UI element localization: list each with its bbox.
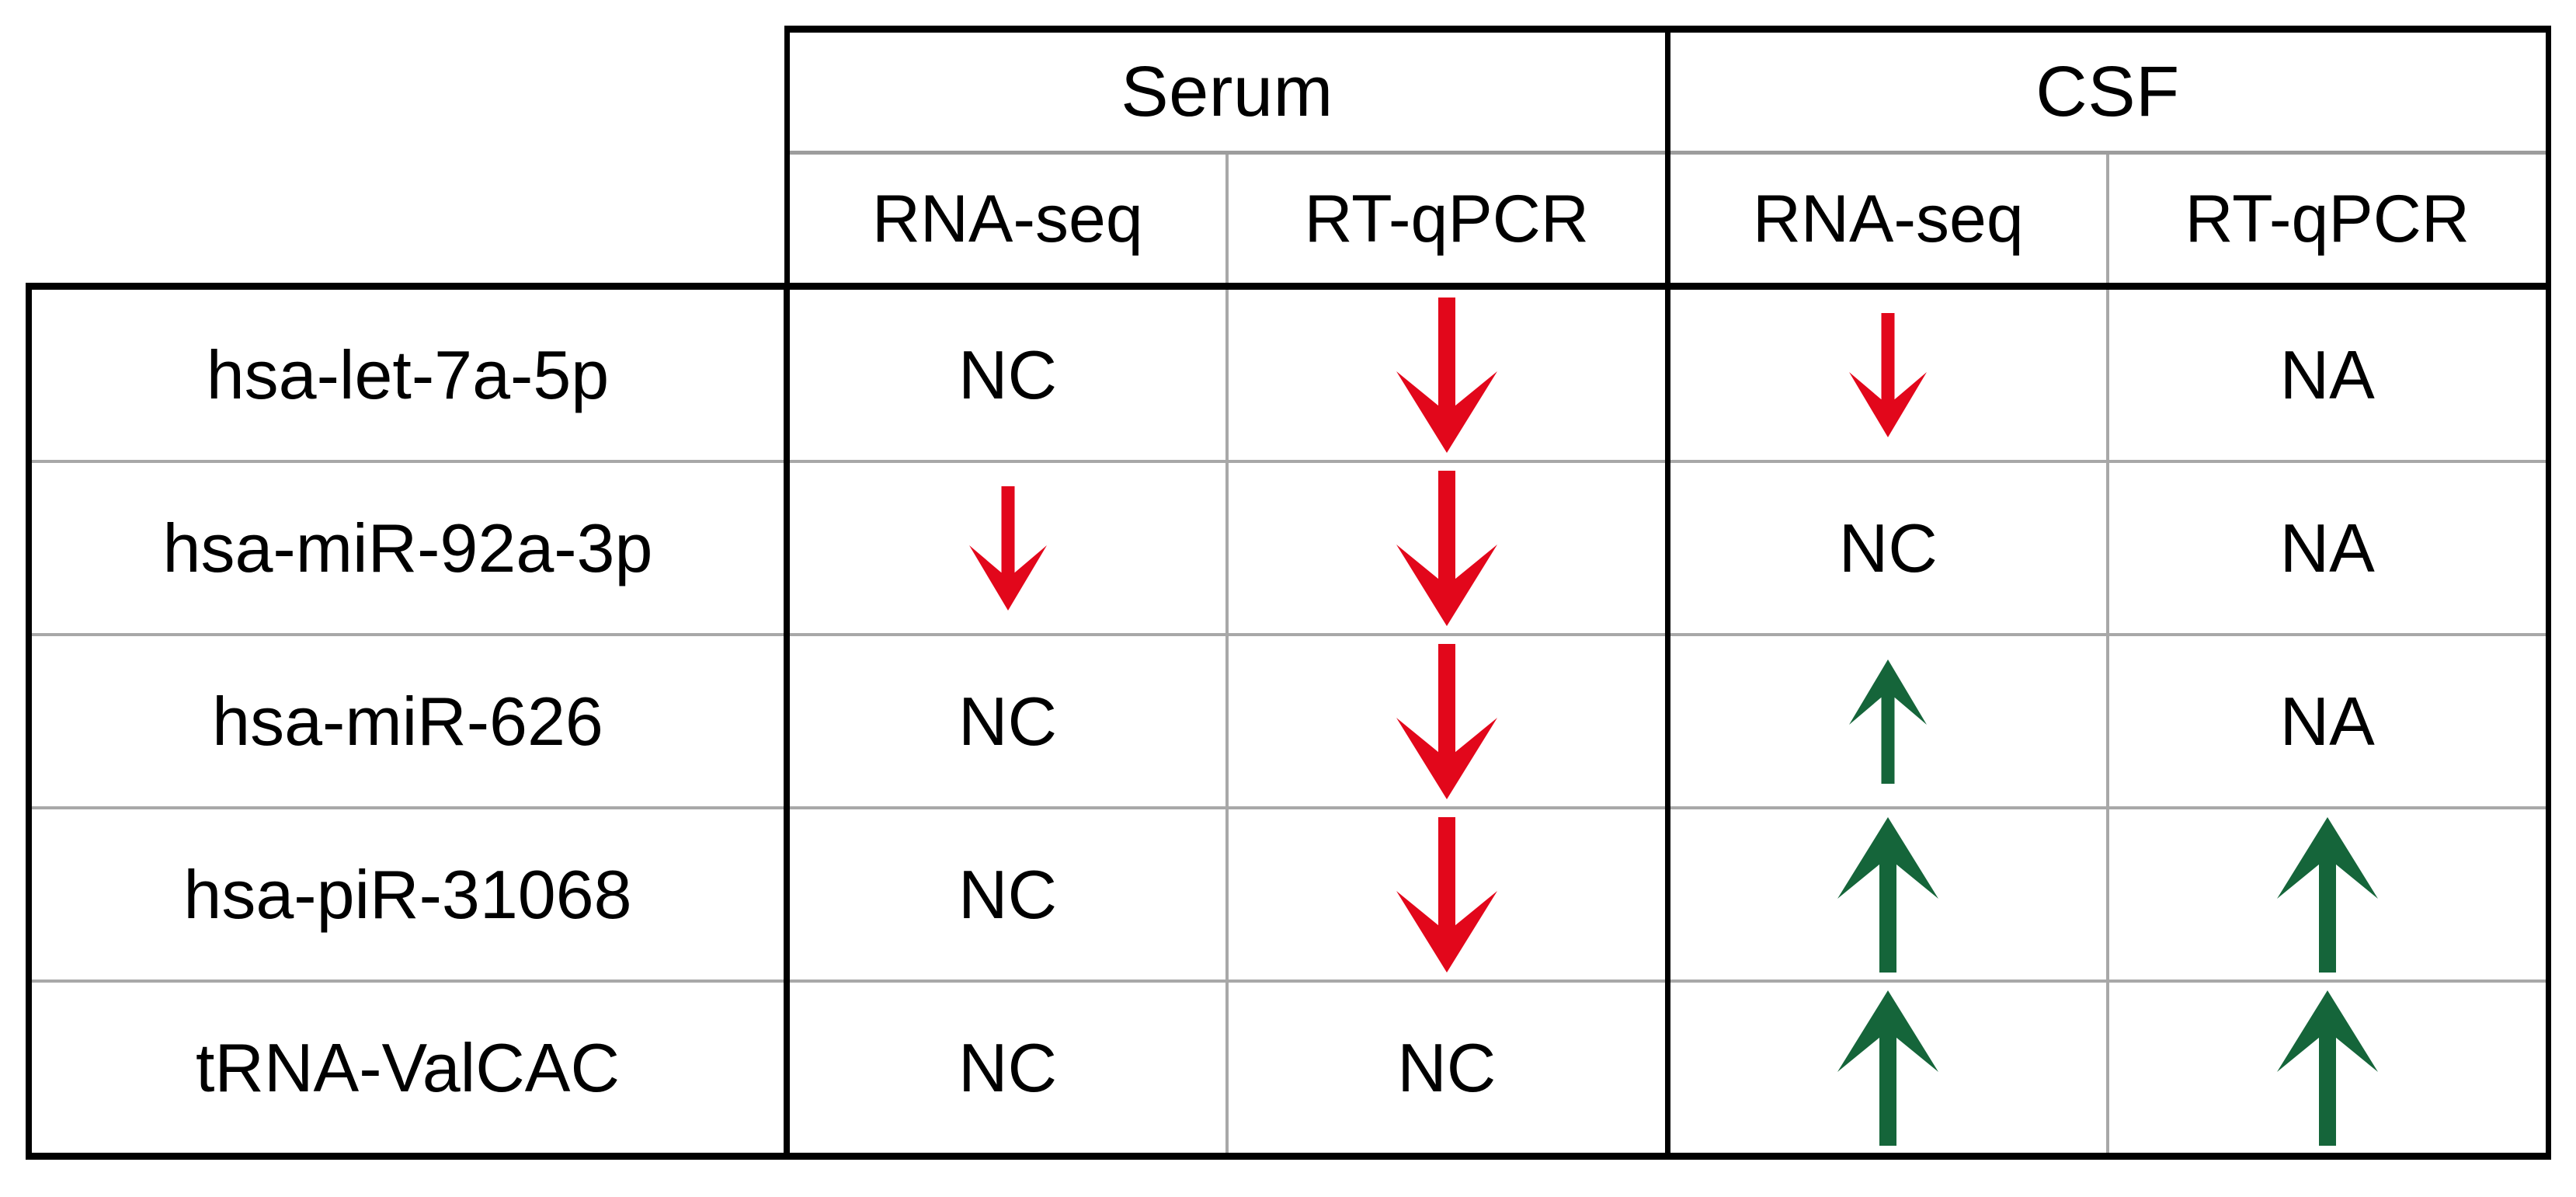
cell-csf_rtqpcr-row-1: NA (2106, 461, 2551, 636)
header-group-serum: Serum (784, 26, 1670, 155)
cell-status-text: NA (2279, 682, 2375, 760)
cell-serum_rnaseq-row-0: NC (784, 286, 1229, 463)
cell-status-text: NC (1397, 1028, 1497, 1106)
cell-csf_rtqpcr-row-3 (2106, 808, 2551, 983)
arrow-up-icon (1841, 659, 1935, 784)
cell-content (1229, 463, 1665, 633)
row-label-4: tRNA-ValCAC (26, 981, 790, 1160)
cell-status-text: NA (2279, 336, 2375, 413)
cell-content (1670, 636, 2107, 806)
cell-serum_rtqpcr-row-1 (1225, 461, 1670, 636)
cell-content (1670, 290, 2107, 460)
cell-status-text: NC (958, 855, 1058, 933)
table-row: hsa-miR-626 NC NA (26, 635, 2551, 809)
cell-csf_rnaseq-row-1: NC (1664, 461, 2109, 636)
arrow-up-icon (2269, 990, 2386, 1146)
cell-content: NC (790, 983, 1225, 1153)
header-row-groups: Serum CSF (29, 26, 2551, 155)
cell-content (1229, 290, 1665, 460)
cell-content: NC (1670, 463, 2107, 633)
cell-content: NC (1229, 983, 1665, 1153)
header-corner-blank-sub (29, 152, 787, 287)
cell-serum_rtqpcr-row-0 (1225, 286, 1670, 463)
arrow-down-icon (1389, 297, 1505, 453)
cell-status-text: NA (2279, 509, 2375, 586)
table-row: tRNA-ValCAC NC NC (26, 981, 2551, 1160)
cell-content: NC (790, 290, 1225, 460)
cell-content: NA (2109, 290, 2546, 460)
cell-content (2109, 809, 2546, 980)
arrow-down-icon (1389, 816, 1505, 973)
arrow-up-icon (1830, 990, 1946, 1146)
cell-csf_rnaseq-row-4 (1664, 981, 2109, 1160)
cell-serum_rtqpcr-row-2 (1225, 635, 1670, 809)
table-header: Serum CSF RNA-seq RT-qPCR RNA-seq RT-qPC… (29, 26, 2551, 290)
cell-content (1229, 636, 1665, 806)
cell-status-text: NC (958, 682, 1058, 760)
header-csf-rtqpcr: RT-qPCR (2106, 152, 2551, 290)
cell-serum_rnaseq-row-4: NC (784, 981, 1229, 1160)
cell-content: NA (2109, 636, 2546, 806)
header-corner-blank (29, 29, 787, 153)
cell-csf_rnaseq-row-3 (1664, 808, 2109, 983)
header-group-csf: CSF (1664, 26, 2551, 155)
cell-csf_rnaseq-row-0 (1664, 286, 2109, 463)
table-row: hsa-let-7a-5p NC NA (26, 283, 2551, 463)
cell-serum_rnaseq-row-2: NC (784, 635, 1229, 809)
cell-csf_rtqpcr-row-4 (2106, 981, 2551, 1160)
cell-content (790, 463, 1225, 633)
cell-content (2109, 983, 2546, 1153)
header-serum-rtqpcr: RT-qPCR (1225, 152, 1670, 290)
cell-status-text: NC (958, 1028, 1058, 1106)
header-row-subcolumns: RNA-seq RT-qPCR RNA-seq RT-qPCR (29, 152, 2551, 290)
arrow-down-icon (1389, 643, 1505, 799)
cell-csf_rtqpcr-row-0: NA (2106, 286, 2551, 463)
cell-content: NC (790, 636, 1225, 806)
arrow-up-icon (1830, 816, 1946, 973)
row-label-0: hsa-let-7a-5p (26, 283, 790, 463)
cell-csf_rtqpcr-row-2: NA (2106, 635, 2551, 809)
cell-content (1229, 809, 1665, 980)
arrow-down-icon (961, 485, 1055, 611)
header-serum-rnaseq: RNA-seq (784, 152, 1229, 290)
cell-status-text: NC (958, 336, 1058, 413)
cell-serum_rnaseq-row-3: NC (784, 808, 1229, 983)
cell-content: NC (790, 809, 1225, 980)
cell-status-text: NC (1838, 509, 1938, 586)
cell-serum_rtqpcr-row-3 (1225, 808, 1670, 983)
cell-content (1670, 809, 2107, 980)
cell-content (1670, 983, 2107, 1153)
cell-serum_rnaseq-row-1 (784, 461, 1229, 636)
arrow-down-icon (1389, 470, 1505, 626)
table-row: hsa-miR-92a-3p NC NA (26, 461, 2551, 636)
row-label-2: hsa-miR-626 (26, 635, 790, 809)
biomarker-matrix-table: Serum CSF RNA-seq RT-qPCR RNA-seq RT-qPC… (26, 26, 2551, 1160)
row-label-3: hsa-piR-31068 (26, 808, 790, 983)
table-row: hsa-piR-31068 NC (26, 808, 2551, 983)
arrow-down-icon (1841, 312, 1935, 437)
cell-content: NA (2109, 463, 2546, 633)
arrow-up-icon (2269, 816, 2386, 973)
cell-serum_rtqpcr-row-4: NC (1225, 981, 1670, 1160)
row-label-1: hsa-miR-92a-3p (26, 461, 790, 636)
header-csf-rnaseq: RNA-seq (1664, 152, 2109, 290)
cell-csf_rnaseq-row-2 (1664, 635, 2109, 809)
